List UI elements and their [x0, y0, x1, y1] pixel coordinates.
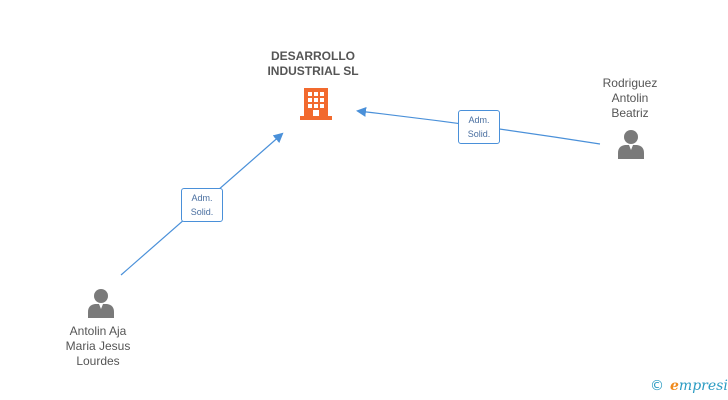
person-name-beatriz[interactable]: Rodriguez Antolin Beatriz: [602, 76, 658, 120]
person-name-lourdes[interactable]: Antolin Aja Maria Jesus Lourdes: [65, 324, 131, 368]
brand-e: e: [670, 378, 679, 394]
edge-label-adm-solid[interactable]: Adm. Solid.: [458, 110, 500, 144]
person-icon[interactable]: [615, 128, 647, 160]
empresia-logo[interactable]: © empresia: [650, 378, 728, 394]
company-name[interactable]: DESARROLLO INDUSTRIAL SL: [267, 49, 359, 78]
edge-label-adm-solid[interactable]: Adm. Solid.: [181, 188, 223, 222]
building-icon[interactable]: [300, 86, 332, 120]
brand-rest: mpresia: [678, 378, 728, 394]
person-icon[interactable]: [85, 287, 117, 319]
copyright-symbol: ©: [650, 378, 664, 394]
